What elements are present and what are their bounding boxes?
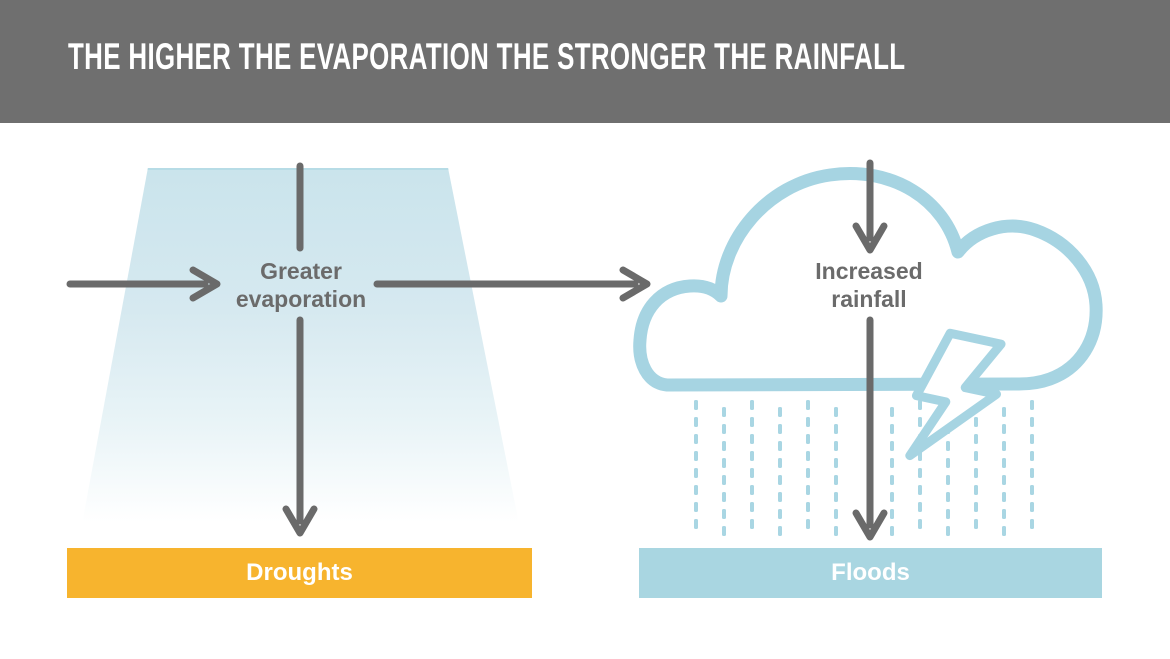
arrow-evaporation-to-cloud [373, 266, 651, 302]
arrow-down-to-floods [852, 316, 888, 541]
cloud-icon [633, 167, 1103, 392]
header-bar: THE HIGHER THE EVAPORATION THE STRONGER … [0, 0, 1170, 123]
increased-rainfall-label: Increased rainfall [759, 257, 979, 313]
floods-bar: Floods [639, 548, 1102, 598]
greater-evaporation-line2: evaporation [235, 286, 367, 312]
greater-evaporation-line1: Greater [260, 258, 342, 284]
greater-evaporation-label: Greater evaporation [191, 257, 411, 313]
arrow-into-evaporation [66, 266, 221, 302]
increased-rainfall-line2: rainfall [831, 286, 907, 312]
rain-icon [694, 400, 1036, 536]
rain-left-block [694, 400, 842, 536]
droughts-label: Droughts [246, 559, 353, 586]
lightning-bolt-icon [905, 328, 1006, 461]
arrow-into-cloud [852, 159, 888, 254]
arrow-down-to-droughts [282, 316, 318, 537]
page-title: THE HIGHER THE EVAPORATION THE STRONGER … [68, 36, 906, 77]
droughts-bar: Droughts [67, 548, 532, 598]
floods-label: Floods [831, 559, 910, 586]
increased-rainfall-line1: Increased [815, 258, 923, 284]
